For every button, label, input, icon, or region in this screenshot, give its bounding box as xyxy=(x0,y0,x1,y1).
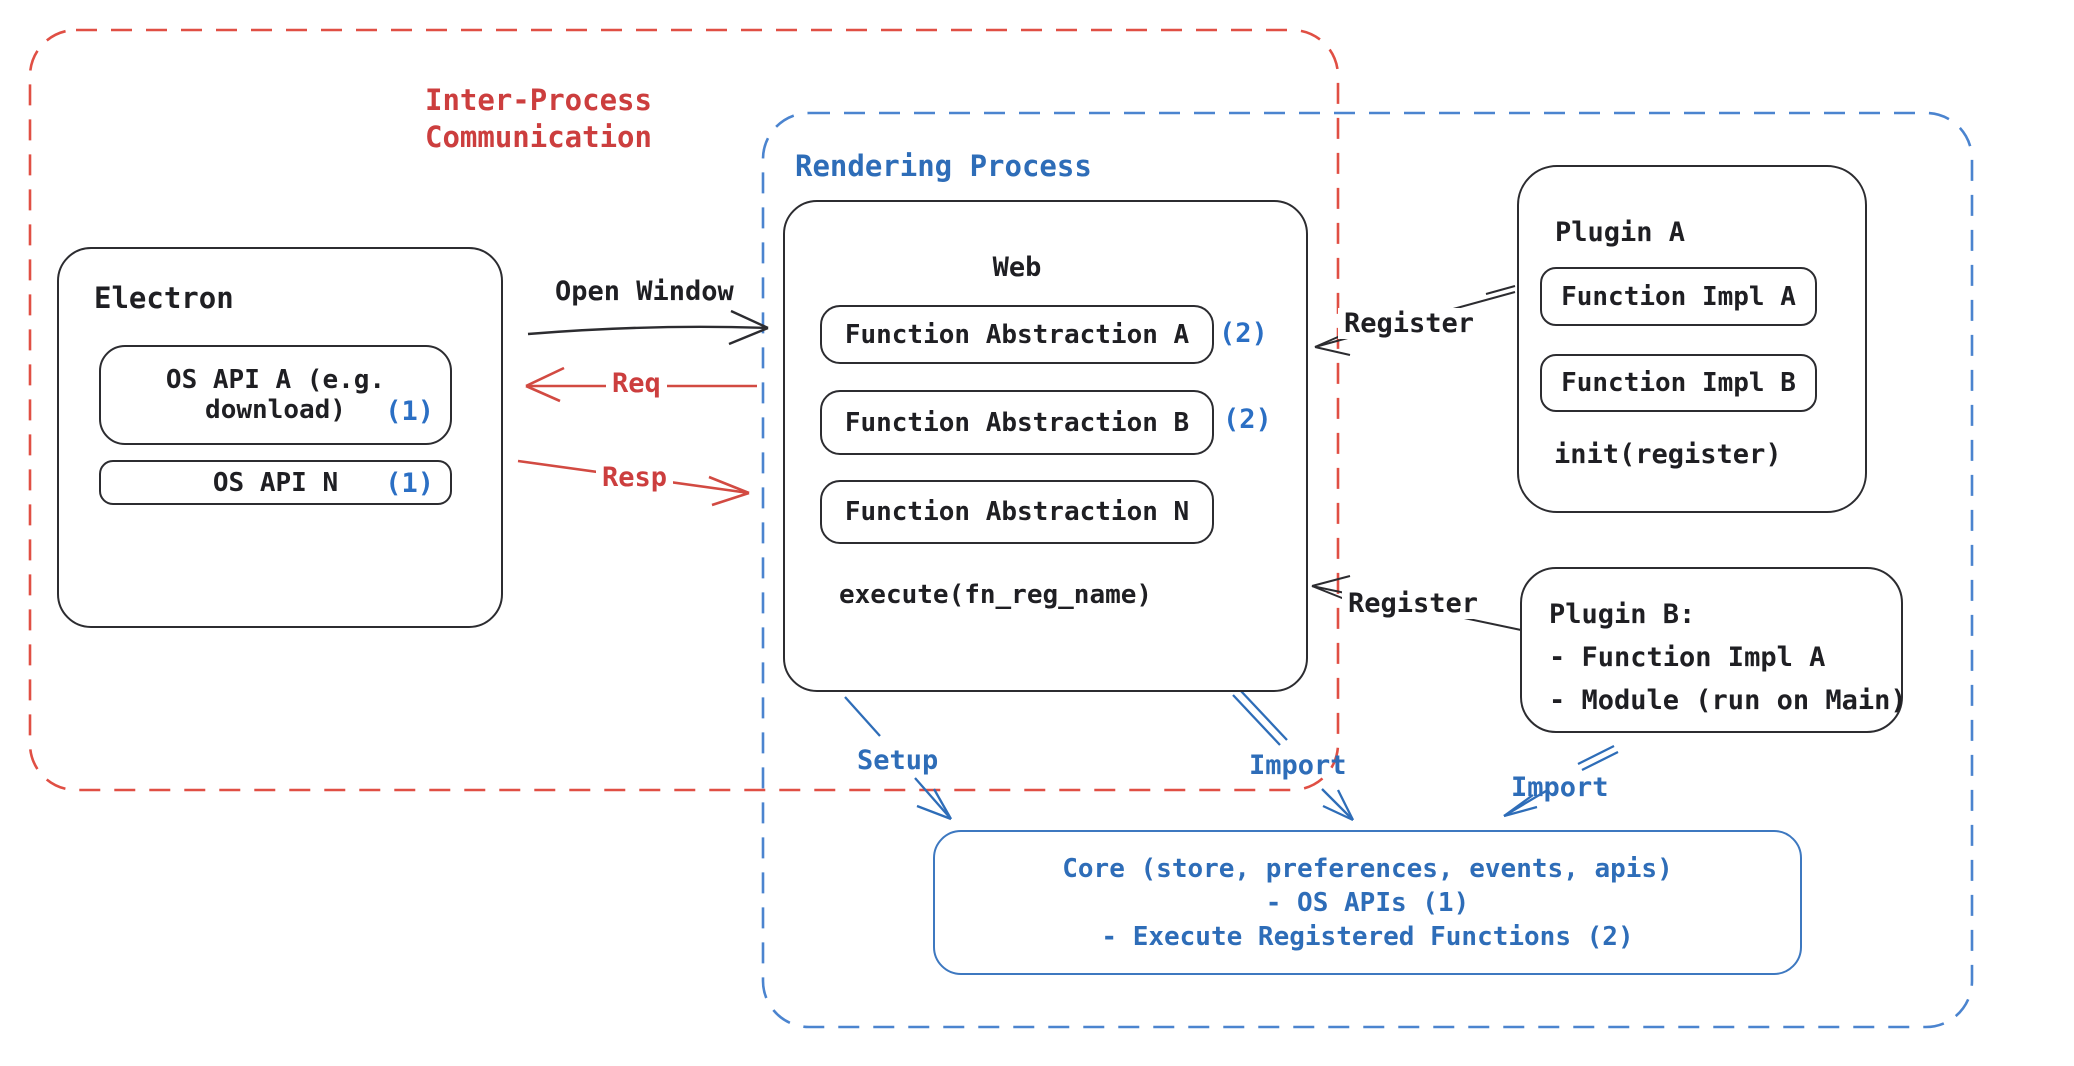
open-window-arrow xyxy=(527,309,769,346)
plugin-a-title: Plugin A xyxy=(1555,217,1686,248)
electron-title: Electron xyxy=(94,281,234,315)
req-label: Req xyxy=(606,368,667,399)
function-impl-a-box: Function Impl A xyxy=(1540,267,1817,326)
import-plugin-label: Import xyxy=(1511,772,1609,803)
setup-arrow xyxy=(844,696,953,821)
function-impl-b-box: Function Impl B xyxy=(1540,354,1817,412)
plugin-b-title: Plugin B: xyxy=(1549,599,1696,630)
plugin-b-line1: - Function Impl A xyxy=(1549,642,1826,673)
os-api-a-box: OS API A (e.g. download) (1) xyxy=(99,345,452,445)
import-web-arrow xyxy=(1232,689,1355,822)
function-abstraction-b-box: Function Abstraction B xyxy=(820,390,1214,455)
core-line1: Core (store, preferences, events, apis) xyxy=(1062,854,1673,884)
execute-call-label: execute(fn_reg_name) xyxy=(839,580,1153,610)
core-box: Core (store, preferences, events, apis) … xyxy=(933,830,1802,975)
os-api-a-label: OS API A (e.g. download) xyxy=(166,365,385,425)
import-web-label: Import xyxy=(1249,750,1347,781)
rendering-region-border xyxy=(761,111,1974,1029)
web-box: Web Function Abstraction A (2) Function … xyxy=(783,200,1308,692)
os-api-n-label: OS API N xyxy=(212,467,339,498)
init-register-label: init(register) xyxy=(1554,439,1782,470)
ipc-region-label: Inter-Process Communication xyxy=(425,82,652,156)
setup-label: Setup xyxy=(857,745,939,776)
open-window-label: Open Window xyxy=(555,276,734,307)
register-b-label: Register xyxy=(1342,588,1485,619)
plugin-b-box: Plugin B: - Function Impl A - Module (ru… xyxy=(1520,567,1907,733)
web-title: Web xyxy=(992,252,1042,283)
function-abstraction-n-box: Function Abstraction N xyxy=(820,480,1214,544)
register-a-label: Register xyxy=(1338,308,1481,339)
rendering-region-label: Rendering Process xyxy=(795,149,1092,183)
os-api-n-badge: (1) xyxy=(385,468,434,499)
core-line2: - OS APIs (1) xyxy=(1265,888,1470,918)
os-api-a-badge: (1) xyxy=(385,396,434,427)
ipc-region-border xyxy=(28,28,1340,792)
ipc-label-line2: Communication xyxy=(425,120,652,154)
plugin-b-line2: - Module (run on Main) xyxy=(1549,685,1907,716)
function-abstraction-b-badge: (2) xyxy=(1223,404,1272,435)
electron-box: Electron OS API A (e.g. download) (1) OS… xyxy=(57,247,503,628)
os-api-a-line1: OS API A (e.g. xyxy=(165,365,386,395)
plugin-a-box: Plugin A Function Impl A Function Impl B… xyxy=(1517,165,1867,513)
function-abstraction-a-box: Function Abstraction A xyxy=(820,305,1214,364)
resp-label: Resp xyxy=(596,462,674,493)
os-api-n-box: OS API N (1) xyxy=(99,460,452,505)
import-plugin-arrow xyxy=(1503,744,1619,818)
os-api-a-line2: download) xyxy=(205,395,346,425)
core-line3: - Execute Registered Functions (2) xyxy=(1101,922,1634,952)
function-abstraction-a-badge: (2) xyxy=(1219,318,1268,349)
ipc-label-line1: Inter-Process xyxy=(425,83,652,117)
